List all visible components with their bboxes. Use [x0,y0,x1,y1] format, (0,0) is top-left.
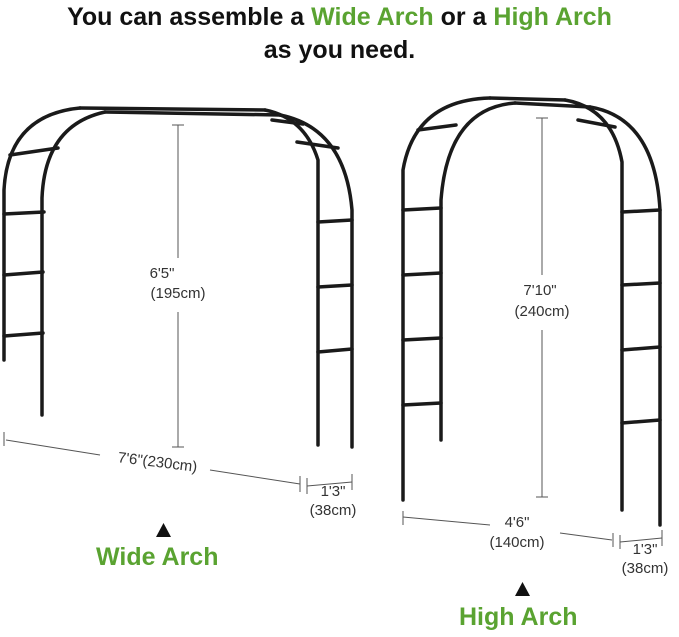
headline-high: High Arch [493,3,612,31]
wide-height-ft: 6'5" [150,265,175,282]
high-arch-dimensions [402,117,663,549]
headline-line-1: You can assemble a Wide Arch or a High A… [0,0,679,34]
high-arch-label: High Arch [459,603,578,631]
headline-mid: or a [433,3,494,31]
wide-depth-ft: 1'3" [321,483,346,500]
high-arch-frame [401,96,662,527]
high-arch-pointer-icon [515,582,530,596]
wide-width: 7'6"(230cm) [117,449,198,476]
high-width-cm: (140cm) [489,534,544,551]
high-height-cm: (240cm) [514,303,569,320]
high-depth-cm: (38cm) [622,560,669,577]
headline-pre: You can assemble a [67,3,312,31]
headline-line-2: as you need. [263,36,416,64]
headline-wide: Wide Arch [311,3,434,31]
wide-depth-cm: (38cm) [310,502,357,519]
high-width-ft: 4'6" [505,514,530,531]
wide-arch-pointer-icon [156,523,171,537]
wide-arch-label: Wide Arch [96,543,219,571]
high-depth-ft: 1'3" [633,541,658,558]
wide-arch-dimensions [3,124,353,494]
high-height-ft: 7'10" [523,282,556,299]
wide-arch-frame [2,106,354,449]
wide-height-cm: (195cm) [150,285,205,302]
